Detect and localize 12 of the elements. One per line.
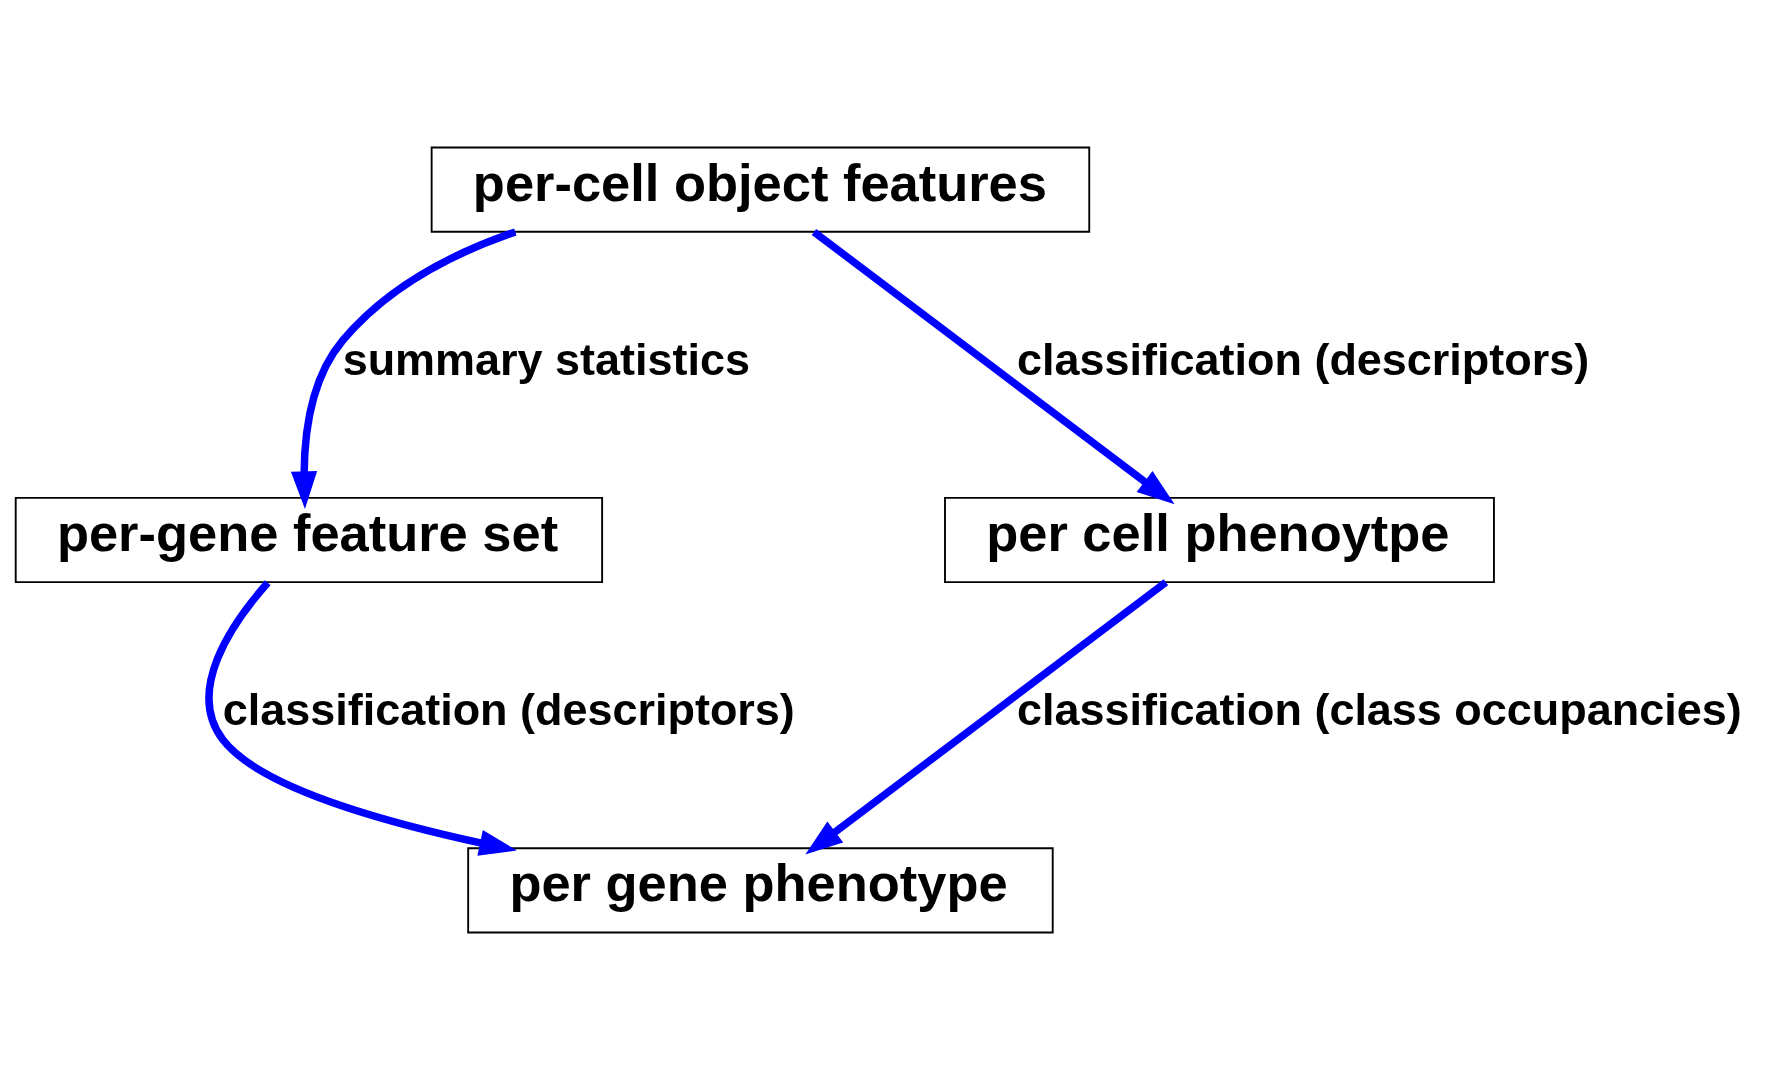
edge-label: classification (descriptors) bbox=[1017, 333, 1590, 385]
node-box: per cell phenoytpe bbox=[944, 496, 1495, 583]
node-box: per gene phenotype bbox=[467, 846, 1054, 933]
node-box: per-gene feature set bbox=[14, 496, 604, 583]
arrow bbox=[805, 578, 1169, 855]
edge-label: summary statistics bbox=[342, 333, 750, 385]
edge-label: classification (descriptors) bbox=[222, 683, 795, 735]
arrow bbox=[290, 227, 517, 509]
node-box: per-cell object features bbox=[430, 146, 1091, 233]
arrow bbox=[811, 228, 1175, 504]
edge-label: classification (class occupancies) bbox=[1017, 683, 1742, 735]
arrow bbox=[205, 579, 517, 856]
